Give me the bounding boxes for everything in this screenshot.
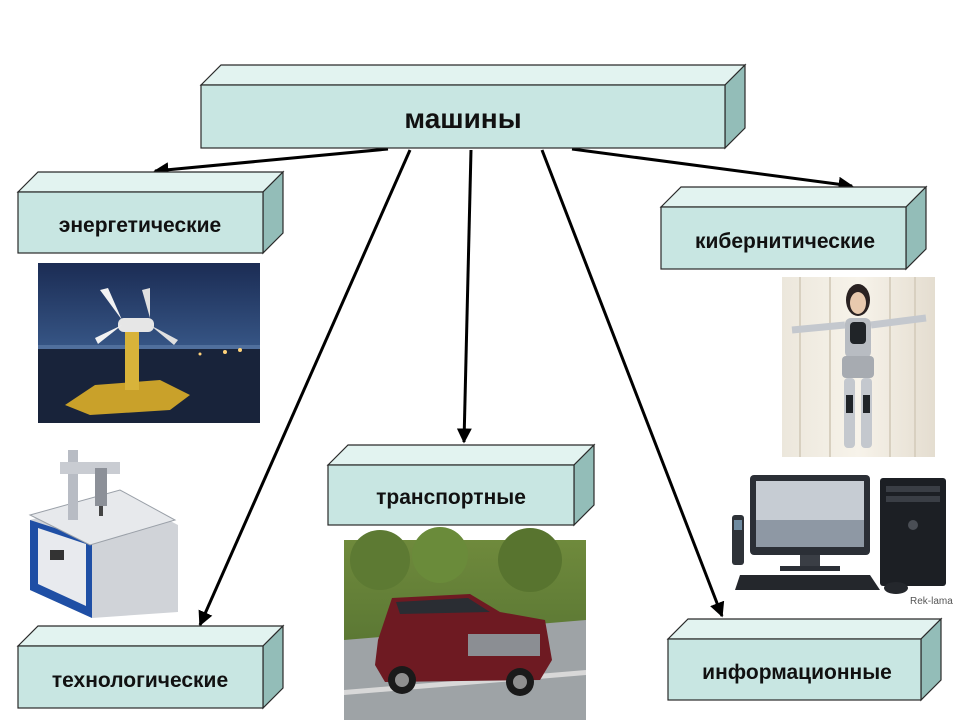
arrow-to-info [540, 149, 725, 618]
info-label: информационные [702, 661, 892, 684]
arrow-to-cyber [571, 147, 854, 192]
tech-box: технологические [16, 624, 285, 710]
humanoid-robot-image [782, 277, 935, 457]
arrow-to-transport [456, 149, 473, 444]
cnc-machine-image [22, 440, 182, 620]
cyber-box: кибернитические [659, 185, 928, 271]
root-box: машины [199, 63, 747, 150]
transport-label: транспортные [376, 486, 526, 509]
arrows [153, 147, 854, 627]
tech-label: технологические [52, 669, 228, 692]
suv-car-image [344, 527, 586, 720]
info-box: информационные [666, 617, 943, 702]
watermark-text: Rek-lama [910, 596, 953, 607]
arrow-to-energy [153, 147, 389, 178]
tidal-turbine-image [38, 263, 260, 423]
arrow-to-tech [198, 149, 412, 627]
cyber-label: кибернитические [695, 230, 875, 253]
energy-label: энергетические [59, 214, 222, 237]
transport-box: транспортные [326, 443, 596, 527]
energy-box: энергетические [16, 170, 285, 255]
root-label: машины [404, 103, 521, 134]
desktop-computer-image: Rek-lama [728, 470, 958, 610]
